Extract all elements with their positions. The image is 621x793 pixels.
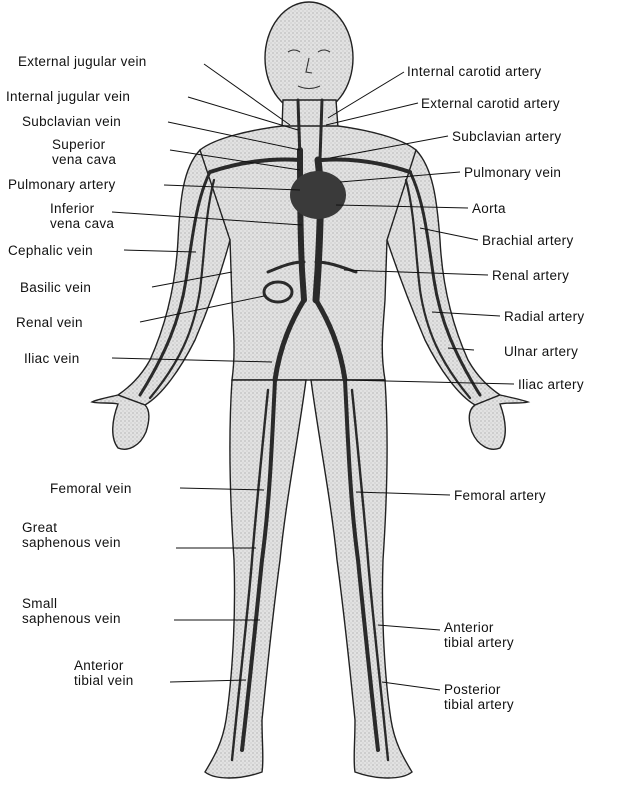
label-external-carotid-artery: External carotid artery [421, 96, 560, 111]
label-great-saphenous-vein: Great saphenous vein [22, 520, 121, 550]
label-inferior-vena-cava-line2: vena cava [50, 216, 114, 231]
label-subclavian-vein: Subclavian vein [22, 114, 121, 129]
label-inferior-vena-cava-line1: Inferior [50, 201, 114, 216]
label-superior-vena-cava: Superior vena cava [52, 137, 116, 167]
carotid [320, 100, 322, 160]
label-renal-vein: Renal vein [16, 315, 83, 330]
label-small-saphenous-vein-line1: Small [22, 596, 121, 611]
jugular [298, 100, 300, 160]
label-small-saphenous-vein-line2: saphenous vein [22, 611, 121, 626]
label-internal-jugular-vein: Internal jugular vein [6, 89, 130, 104]
label-iliac-vein: Iliac vein [24, 351, 80, 366]
label-basilic-vein: Basilic vein [20, 280, 91, 295]
heart [290, 171, 346, 219]
right-arm [387, 150, 500, 405]
label-pulmonary-artery: Pulmonary artery [8, 177, 116, 192]
left-leg [205, 380, 306, 778]
label-posterior-tibial-artery: Posterior tibial artery [444, 682, 514, 712]
left-hand [92, 395, 149, 449]
label-anterior-tibial-artery-line2: tibial artery [444, 635, 514, 650]
label-iliac-artery: Iliac artery [518, 377, 584, 392]
label-femoral-artery: Femoral artery [454, 488, 546, 503]
label-superior-vena-cava-line2: vena cava [52, 152, 116, 167]
label-brachial-artery: Brachial artery [482, 233, 574, 248]
label-external-jugular-vein: External jugular vein [18, 54, 147, 69]
label-inferior-vena-cava: Inferior vena cava [50, 201, 114, 231]
label-femoral-vein: Femoral vein [50, 481, 132, 496]
label-posterior-tibial-artery-line1: Posterior [444, 682, 514, 697]
label-anterior-tibial-vein: Anterior tibial vein [74, 658, 134, 688]
label-renal-artery: Renal artery [492, 268, 569, 283]
label-anterior-tibial-vein-line1: Anterior [74, 658, 134, 673]
label-anterior-tibial-artery-line1: Anterior [444, 620, 514, 635]
label-small-saphenous-vein: Small saphenous vein [22, 596, 121, 626]
label-great-saphenous-vein-line1: Great [22, 520, 121, 535]
label-internal-carotid-artery: Internal carotid artery [407, 64, 541, 79]
label-pulmonary-vein: Pulmonary vein [464, 165, 561, 180]
label-cephalic-vein: Cephalic vein [8, 243, 93, 258]
label-great-saphenous-vein-line2: saphenous vein [22, 535, 121, 550]
label-radial-artery: Radial artery [504, 309, 584, 324]
label-ulnar-artery: Ulnar artery [504, 344, 578, 359]
label-anterior-tibial-vein-line2: tibial vein [74, 673, 134, 688]
right-hand [469, 395, 528, 449]
label-superior-vena-cava-line1: Superior [52, 137, 116, 152]
label-posterior-tibial-artery-line2: tibial artery [444, 697, 514, 712]
label-subclavian-artery: Subclavian artery [452, 129, 561, 144]
label-anterior-tibial-artery: Anterior tibial artery [444, 620, 514, 650]
label-aorta: Aorta [472, 201, 506, 216]
